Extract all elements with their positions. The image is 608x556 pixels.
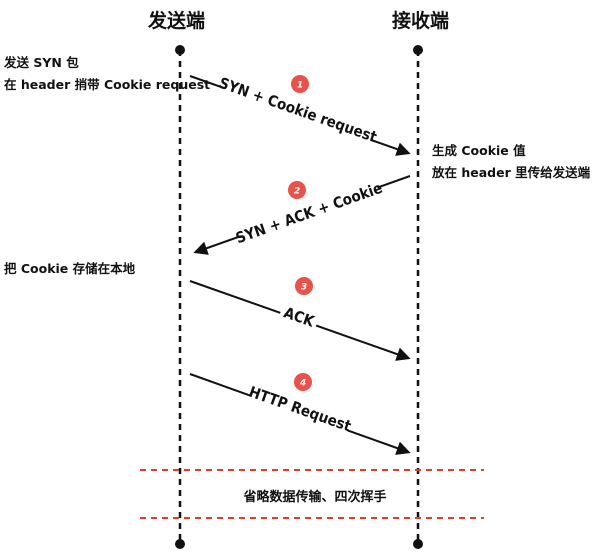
step-badge-2 — [288, 181, 306, 199]
step-badge-3-number: 3 — [301, 283, 307, 293]
message-3: ACK 3 — [189, 277, 411, 361]
sender-note-2: 把 Cookie 存储在本地 — [4, 261, 136, 276]
receiver-end-dot — [413, 539, 423, 549]
step-badge-4-number: 4 — [299, 379, 306, 389]
step-badge-1-number: 1 — [297, 81, 303, 91]
message-4-label-bg — [247, 382, 353, 436]
message-3-label-bg — [278, 302, 320, 332]
message-4-label: HTTP Request — [247, 383, 354, 436]
message-1: SYN + Cookie request 1 — [189, 74, 411, 156]
message-2: SYN + ACK + Cookie 2 — [193, 175, 411, 255]
message-4: HTTP Request 4 — [189, 373, 411, 455]
receiver-note-1-line2: 放在 header 里传给发送端 — [432, 165, 591, 180]
sender-header: 发送端 — [148, 10, 206, 32]
step-badge-2-number: 2 — [294, 187, 300, 197]
receiver-start-dot — [413, 45, 423, 55]
step-badge-3 — [295, 277, 313, 295]
sender-note-1-line2: 在 header 捎带 Cookie request — [4, 77, 211, 92]
message-2-label-bg — [236, 179, 382, 247]
message-1-label-bg — [221, 74, 375, 146]
sender-note-1: 发送 SYN 包 在 header 捎带 Cookie request — [4, 52, 210, 96]
receiver-note-1: 生成 Cookie 值 放在 header 里传给发送端 — [432, 140, 590, 184]
sender-note-1-line1: 发送 SYN 包 — [4, 55, 79, 70]
sender-end-dot — [175, 539, 185, 549]
step-badge-4 — [294, 373, 312, 391]
receiver-note-1-line1: 生成 Cookie 值 — [432, 143, 526, 158]
receiver-header: 接收端 — [392, 10, 450, 32]
message-2-label: SYN + ACK + Cookie — [233, 179, 384, 247]
sender-start-dot — [175, 45, 185, 55]
omitted-note: 省略数据传输、四次挥手 — [243, 490, 387, 505]
step-badge-1 — [291, 75, 309, 93]
message-3-label: ACK — [281, 303, 317, 330]
